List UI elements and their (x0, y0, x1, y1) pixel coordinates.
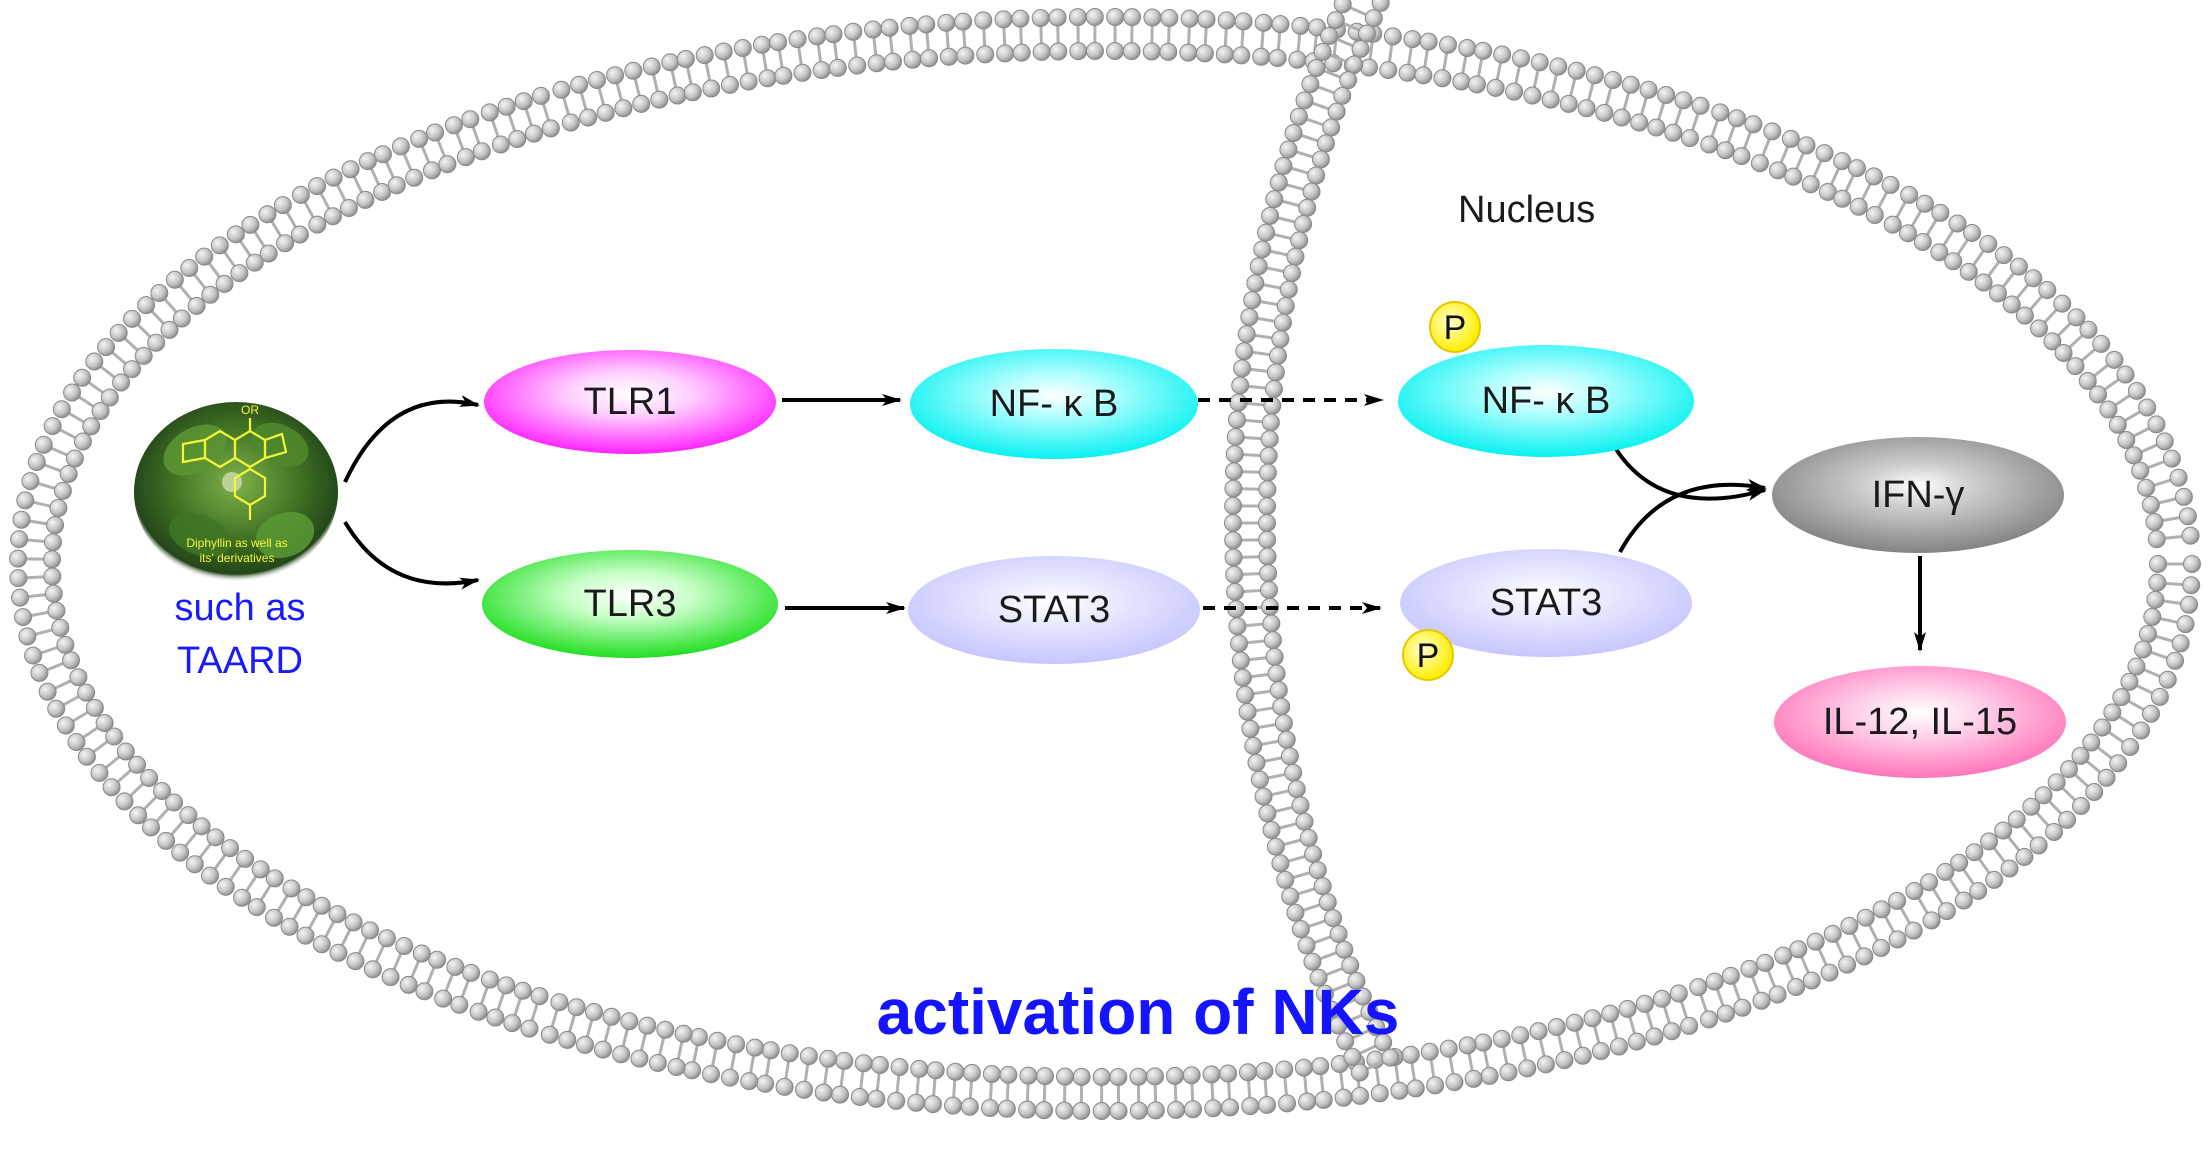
phosphate-bottom-label: P (1417, 637, 1440, 675)
node-tlr1-label: TLR1 (584, 381, 677, 423)
cell-membrane (9, 8, 2201, 1120)
node-ifn-gamma: IFN-γ (1772, 437, 2064, 553)
node-stat3-cytoplasm: STAT3 (908, 556, 1200, 664)
source-label-line2: TAARD (177, 640, 303, 682)
molecule-structure-icon (181, 418, 288, 520)
node-stat3-cytoplasm-label: STAT3 (998, 589, 1111, 631)
node-stat3-nucleus: STAT3 (1400, 549, 1692, 657)
phosphate-top-icon: P (1429, 301, 1481, 353)
nuclear-membrane (1224, 0, 1400, 1082)
node-nfkb-nucleus: NF- κ B (1398, 345, 1694, 457)
node-il12-il15-label: IL-12, IL-15 (1823, 701, 2017, 743)
node-ifn-gamma-label: IFN-γ (1872, 474, 1965, 516)
node-il12-il15: IL-12, IL-15 (1774, 666, 2066, 778)
node-nfkb-cytoplasm: NF- κ B (910, 349, 1198, 459)
molecule-or-label: OR (241, 403, 259, 417)
source-image: OR Diphyllin as well as its' derivatives (134, 402, 338, 582)
nucleus-label: Nucleus (1458, 189, 1595, 231)
edge-stat3-nuc-ifn (1618, 478, 1767, 553)
node-stat3-nucleus-label: STAT3 (1490, 582, 1603, 624)
edge-nfkb-nuc-ifn (1612, 444, 1767, 501)
node-tlr3: TLR3 (482, 550, 778, 658)
phosphate-top-label: P (1444, 309, 1467, 347)
caption: activation of NKs (877, 976, 1400, 1048)
node-nfkb-nucleus-label: NF- κ B (1482, 380, 1611, 422)
image-caption-line1: Diphyllin as well as (186, 536, 287, 550)
node-tlr1: TLR1 (484, 350, 776, 454)
phosphate-bottom-icon: P (1402, 629, 1454, 681)
node-nfkb-cytoplasm-label: NF- κ B (990, 383, 1119, 425)
image-caption-line2: its' derivatives (200, 551, 275, 565)
edges (343, 394, 1926, 652)
source-label-line1: such as (175, 587, 306, 629)
node-tlr3-label: TLR3 (584, 583, 677, 625)
edge-source-tlr3 (343, 520, 480, 590)
edge-source-tlr1 (343, 395, 480, 483)
